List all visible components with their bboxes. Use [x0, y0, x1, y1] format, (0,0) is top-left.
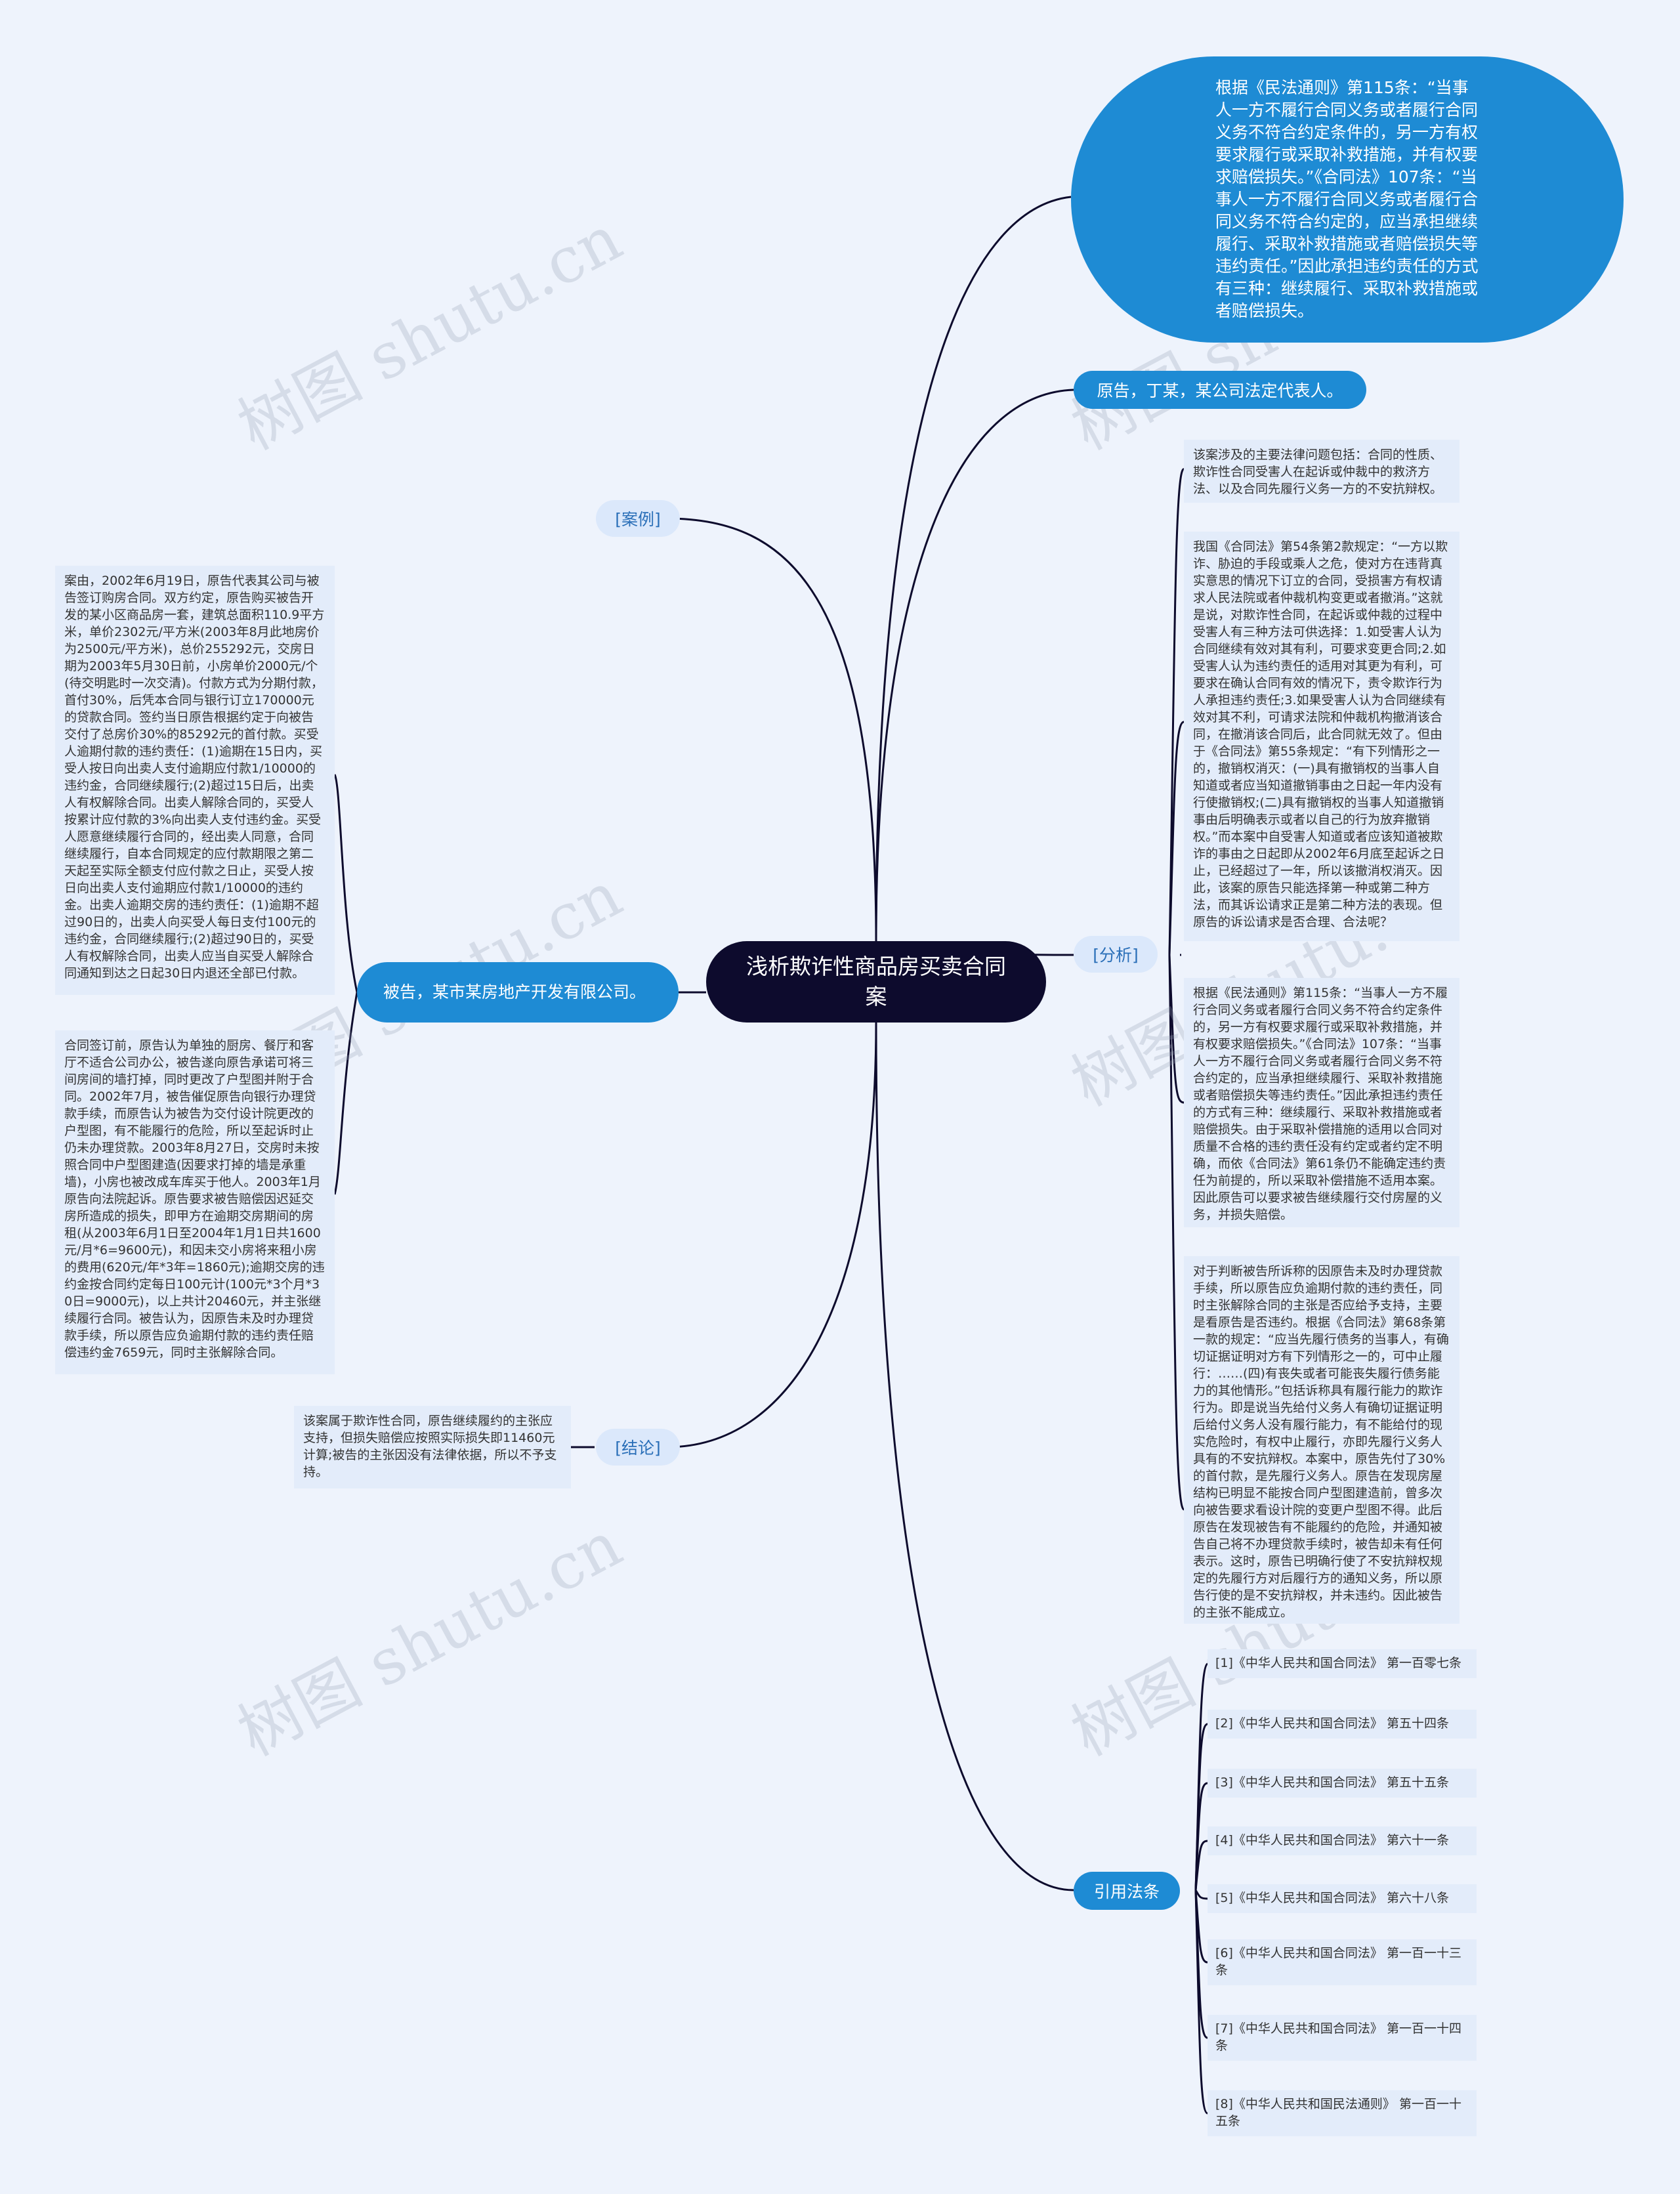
reference-item: [1]《中华人民共和国合同法》 第一百零七条 — [1208, 1649, 1477, 1678]
analysis-card-1: 该案涉及的主要法律问题包括：合同的性质、欺诈性合同受害人在起诉或仲裁中的救济方法… — [1184, 440, 1460, 503]
reference-item: [4]《中华人民共和国合同法》 第六十一条 — [1208, 1826, 1477, 1855]
plaintiff-node[interactable]: 原告，丁某，某公司法定代表人。 — [1074, 371, 1366, 409]
reference-item: [6]《中华人民共和国合同法》 第一百一十三条 — [1208, 1939, 1477, 1985]
analysis-node[interactable]: [分析] — [1074, 936, 1158, 973]
analysis-card-2: 我国《合同法》第54条第2款规定：“一方以欺诈、胁迫的手段或乘人之危，使对方在违… — [1184, 532, 1460, 941]
watermark: 树图 shutu.cn — [226, 201, 633, 465]
references-node[interactable]: 引用法条 — [1074, 1872, 1180, 1910]
case-node[interactable]: [案例] — [596, 500, 680, 537]
analysis-card-3: 根据《民法通则》第115条：“当事人一方不履行合同义务或者履行合同义务不符合约定… — [1184, 978, 1460, 1227]
reference-item: [5]《中华人民共和国合同法》 第六十八条 — [1208, 1884, 1477, 1913]
reference-item: [8]《中华人民共和国民法通则》 第一百一十五条 — [1208, 2090, 1477, 2136]
reference-item: [7]《中华人民共和国合同法》 第一百一十四条 — [1208, 2015, 1477, 2061]
case-card-2: 合同签订前，原告认为单独的厨房、餐厅和客厅不适合公司办公，被告遂向原告承诺可将三… — [55, 1030, 335, 1374]
defendant-text: 被告，某市某房地产开发有限公司。 — [383, 982, 646, 1002]
defendant-node[interactable]: 被告，某市某房地产开发有限公司。 — [357, 962, 679, 1023]
law-bubble-text: 根据《民法通则》第115条：“当事人一方不履行合同义务或者履行合同义务不符合约定… — [1215, 78, 1479, 320]
watermark: 树图 shutu.cn — [226, 1507, 633, 1771]
conclusion-node[interactable]: [结论] — [596, 1429, 680, 1466]
reference-item: [3]《中华人民共和国合同法》 第五十五条 — [1208, 1769, 1477, 1798]
root-topic[interactable]: 浅析欺诈性商品房买卖合同案 — [706, 941, 1046, 1023]
case-card-1: 案由，2002年6月19日，原告代表其公司与被告签订购房合同。双方约定，原告购买… — [55, 566, 335, 995]
law-bubble-node[interactable]: 根据《民法通则》第115条：“当事人一方不履行合同义务或者履行合同义务不符合约定… — [1071, 56, 1624, 343]
reference-item: [2]《中华人民共和国合同法》 第五十四条 — [1208, 1710, 1477, 1739]
conclusion-card: 该案属于欺诈性合同，原告继续履约的主张应支持，但损失赔偿应按照实际损失即1146… — [294, 1406, 571, 1488]
analysis-card-4: 对于判断被告所诉称的因原告未及时办理贷款手续，所以原告应负逾期付款的违约责任，同… — [1184, 1256, 1460, 1624]
